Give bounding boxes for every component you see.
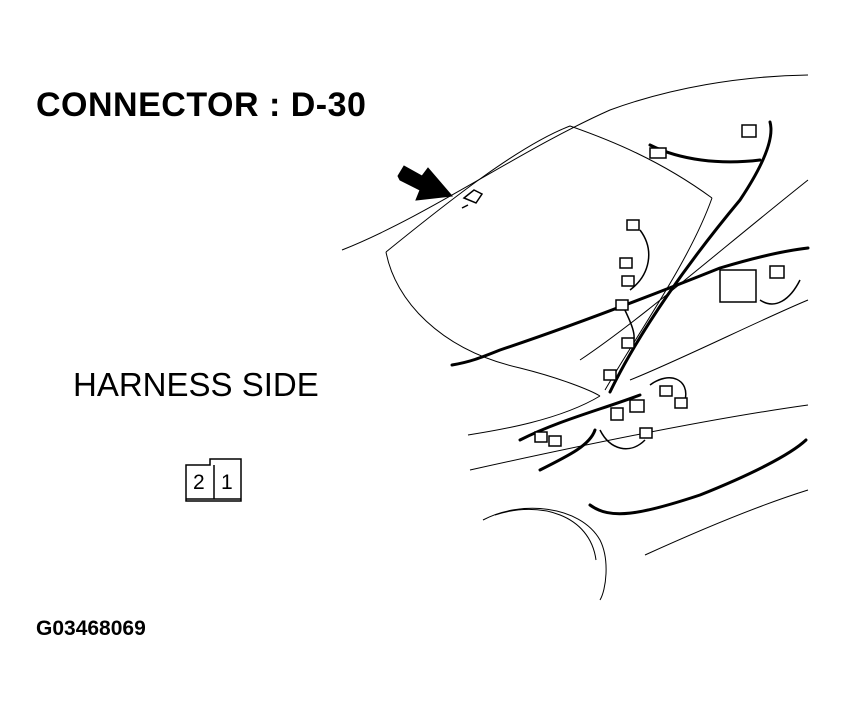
connector-face-diagram: 2 1 [185, 458, 242, 502]
target-connector-location [461, 189, 484, 209]
harness-side-label: HARNESS SIDE [73, 366, 319, 403]
connector-title: CONNECTOR : D-30 [36, 86, 367, 124]
reference-code: G03468069 [36, 617, 146, 640]
wire-harness [450, 120, 810, 516]
connector-pin-1: 1 [221, 471, 233, 494]
harness-connectors [534, 124, 785, 447]
connector-pin-2: 2 [193, 471, 205, 494]
pointer-arrow [397, 165, 453, 201]
body-outline [341, 74, 809, 601]
